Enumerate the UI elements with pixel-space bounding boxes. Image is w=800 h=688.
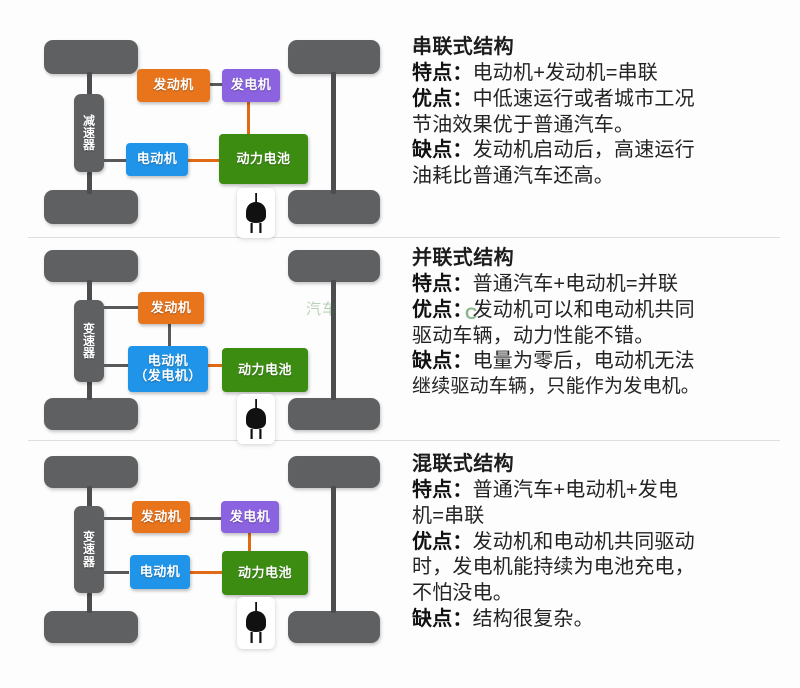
row-text: 优点：中低速运行或者城市工况 [412, 87, 695, 110]
wheel-front-right [288, 40, 380, 74]
row-text: 特点：电动机+发动机=串联 [412, 62, 658, 85]
power-plug-icon [246, 193, 266, 233]
axle-front-left [87, 486, 92, 508]
row-text: 特点：普通汽车+电动机+发电 [412, 479, 679, 502]
text-panel-series-parallel: 混联式结构 特点：普通汽车+电动机+发电 机=串联 优点：发动机和电动机共同驱动… [412, 452, 798, 632]
wire-transmission-motor [104, 571, 129, 574]
axle-rear-left [87, 380, 92, 400]
battery-box: 动力电池 [222, 551, 308, 595]
diagram-series-parallel: 变速器 发动机 发电机 电动机 动力电池 [0, 441, 400, 688]
section-title-parallel: 并联式结构 [412, 247, 514, 269]
charge-plug-card[interactable] [237, 188, 275, 238]
motor-generator-box: 电动机 （发电机） [128, 346, 208, 392]
wheel-front-right [288, 250, 380, 282]
text-panel-parallel: 并联式结构 特点：普通汽车+电动机=并联 优点：发动机可以和电动机共同 驱动车辆… [412, 246, 798, 399]
wheel-rear-right [288, 611, 380, 643]
section-series-parallel: 变速器 发动机 发电机 电动机 动力电池 混联式结构 [0, 441, 800, 688]
section-parallel: 变速器 发动机 电动机 （发电机） 动力电池 汽车 并联式结构 [0, 238, 800, 444]
transmission-box: 变速器 [74, 300, 104, 382]
generator-box: 发电机 [221, 501, 279, 533]
wire-motor-battery [208, 364, 222, 367]
row-text: 缺点：发动机启动后，高速运行 [412, 139, 695, 162]
power-plug-icon [246, 602, 266, 643]
wheel-rear-left [44, 398, 138, 430]
wheel-front-left [44, 250, 138, 282]
wire-transmission-engine [104, 306, 138, 309]
battery-box: 动力电池 [219, 134, 308, 184]
axle-right [331, 280, 336, 400]
row-text: 驱动车辆，动力性能不错。 [412, 324, 655, 347]
generator-box: 发电机 [222, 69, 280, 102]
motor-box: 电动机 [126, 143, 188, 176]
power-plug-icon [246, 399, 266, 439]
axle-front-left [87, 280, 92, 302]
charge-plug-card[interactable] [237, 597, 275, 649]
battery-box: 动力电池 [222, 348, 308, 392]
text-panel-series: 串联式结构 特点：电动机+发动机=串联 优点：中低速运行或者城市工况 节油效果优… [412, 35, 798, 190]
section-body-series: 特点：电动机+发动机=串联 优点：中低速运行或者城市工况 节油效果优于普通汽车。… [412, 61, 798, 189]
wheel-rear-left [44, 611, 138, 643]
section-divider-2 [28, 440, 780, 441]
wheel-rear-left [44, 190, 138, 224]
wheel-front-left [44, 456, 138, 488]
axle-front-left [87, 72, 92, 96]
charge-plug-card[interactable] [237, 394, 275, 444]
transmission-label: 变速器 [82, 530, 95, 569]
wheel-front-right [288, 456, 380, 488]
wheel-rear-right [288, 190, 380, 224]
row-text: 特点：普通汽车+电动机=并联 [412, 273, 679, 296]
wire-motor-battery [190, 571, 222, 574]
transmission-box: 变速器 [74, 506, 104, 593]
engine-box: 发动机 [132, 501, 190, 533]
wire-generator-battery [247, 101, 250, 142]
diagram-parallel: 变速器 发动机 电动机 （发电机） 动力电池 汽车 [0, 238, 400, 444]
engine-box: 发动机 [138, 292, 204, 324]
axle-right [331, 72, 336, 194]
motor-box: 电动机 [130, 555, 190, 589]
wire-reducer-motor [104, 159, 134, 162]
wire-engine-generator [190, 517, 221, 520]
section-title-series: 串联式结构 [412, 36, 514, 58]
section-series: 减速器 发动机 发电机 电动机 动力电池 串联式 [0, 0, 800, 238]
section-title-series-parallel: 混联式结构 [412, 453, 514, 475]
section-body-series-parallel: 特点：普通汽车+电动机+发电 机=串联 优点：发动机和电动机共同驱动 时，发电机… [412, 478, 798, 632]
wheel-rear-right [288, 398, 380, 430]
section-body-parallel: 特点：普通汽车+电动机=并联 优点：发动机可以和电动机共同 驱动车辆，动力性能不… [412, 272, 798, 399]
row-text: 节油效果优于普通汽车。 [412, 113, 635, 136]
row-text: 缺点：结构很复杂。 [412, 607, 594, 630]
transmission-label: 变速器 [82, 321, 95, 361]
row-text: 油耗比普通汽车还高。 [412, 164, 614, 187]
wire-engine-motor [168, 324, 171, 346]
engine-box: 发动机 [137, 69, 210, 102]
wire-engine-generator [210, 83, 223, 86]
row-text: 时，发电机能持续为电池充电， [412, 556, 695, 579]
wire-transmission-motor [104, 364, 129, 367]
row-text: 不怕没电。 [412, 581, 513, 604]
axle-rear-left [87, 593, 92, 613]
wire-transmission-engine [104, 517, 132, 520]
axle-rear-left [87, 172, 92, 194]
axle-right [331, 486, 336, 613]
reducer-label: 减速器 [82, 113, 95, 153]
wheel-front-left [44, 40, 138, 74]
row-text: 缺点：电量为零后，电动机无法 [412, 350, 695, 373]
row-text: 优点：发动机和电动机共同驱动 [412, 530, 695, 553]
row-text: 继续驱动车辆，只能作为发电机。 [412, 375, 701, 397]
row-text: 优点：发动机可以和电动机共同 [412, 298, 695, 321]
wire-motor-battery [188, 159, 222, 162]
reducer-box: 减速器 [74, 94, 104, 172]
diagram-series: 减速器 发动机 发电机 电动机 动力电池 [0, 0, 400, 238]
section-divider-1 [28, 237, 780, 238]
row-text: 机=串联 [412, 504, 485, 527]
wire-generator-battery [248, 533, 251, 554]
